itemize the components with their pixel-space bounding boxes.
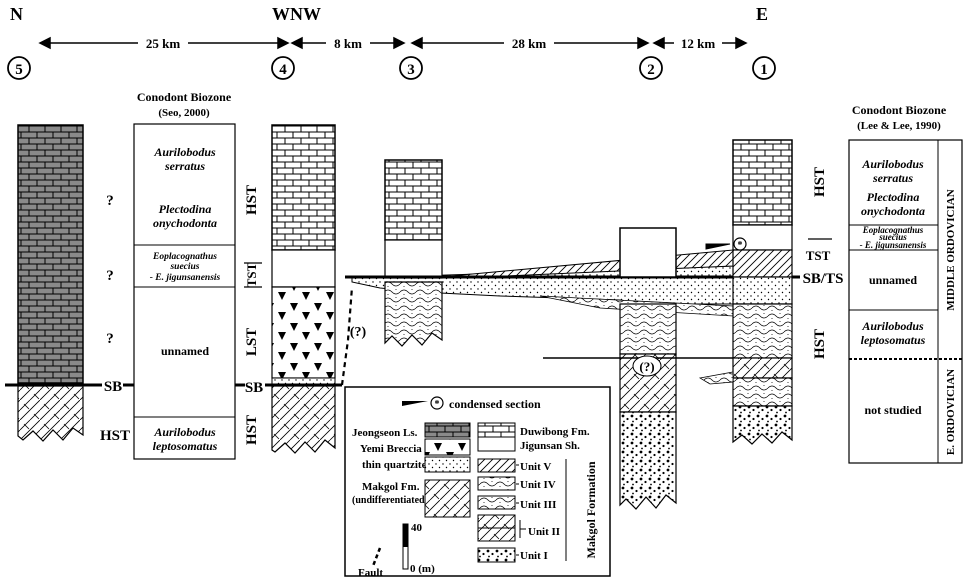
right-zone-3-line2: suecius <box>878 232 907 242</box>
right-zone-1-line1: Aurilobodus <box>861 157 924 171</box>
right-zone-3-line3: - E. jigunsanensis <box>860 240 927 250</box>
legend-unit1-label: Unit I <box>520 550 548 562</box>
direction-wnw: WNW <box>272 4 321 24</box>
section-3-column <box>384 159 443 347</box>
uncertain-label: (?) <box>639 359 654 374</box>
direction-east: E <box>756 4 768 24</box>
left-zone-1-line2: serratus <box>164 159 205 173</box>
tst-label: TST <box>806 248 831 263</box>
tst-label: TST <box>244 262 259 287</box>
section-2-label: 2 <box>647 62 655 78</box>
legend-scale-top: 40 <box>411 522 423 534</box>
left-zone-1-line1: Aurilobodus <box>153 145 216 159</box>
left-zone-3-line3: - E. jigunsanensis <box>150 273 221 283</box>
legend: * condensed section Jeongseon Ls. Yemi B… <box>344 386 611 579</box>
direction-north: N <box>10 4 23 24</box>
legend-duwibong-label: Duwibong Fm. <box>520 426 590 438</box>
legend-fault-label: Fault <box>358 567 383 579</box>
section-3-label: 3 <box>407 62 415 78</box>
condensed-section-marker <box>705 243 731 250</box>
period-early-ordovician: E. ORDOVICIAN <box>945 369 957 455</box>
left-zone-4: unnamed <box>161 344 209 358</box>
hst-label: HST <box>244 185 260 215</box>
right-zone-4: unnamed <box>869 273 917 287</box>
hst-label: HST <box>100 428 130 444</box>
section-number-markers <box>7 56 776 80</box>
left-zone-5-line1: Aurilobodus <box>153 425 216 439</box>
legend-unit3-label: Unit III <box>520 499 556 511</box>
right-zone-2-line1: Plectodina <box>867 190 920 204</box>
section-5-label: 5 <box>15 62 23 78</box>
section-1-label: 1 <box>760 62 768 78</box>
right-zone-2-line2: onychodonta <box>861 204 925 218</box>
left-biozone-title: Conodont Biozone <box>137 90 232 104</box>
question-mark: ? <box>106 193 114 209</box>
legend-unit4-label: Unit IV <box>520 479 556 491</box>
distance-1: 25 km <box>146 36 180 51</box>
legend-jeongseon-label: Jeongseon Ls. <box>352 427 418 439</box>
legend-undiff-label: (undifferentiated) <box>352 495 428 506</box>
left-zone-2-line1: Plectodina <box>159 202 212 216</box>
right-zone-1-line2: serratus <box>872 171 913 185</box>
sb-label: SB <box>104 379 122 395</box>
distance-3: 28 km <box>512 36 546 51</box>
legend-unit5-label: Unit V <box>520 461 551 473</box>
section-2-column <box>619 227 677 510</box>
left-zone-5-line2: leptosomatus <box>153 439 218 453</box>
question-mark: ? <box>106 331 114 347</box>
hst-label: HST <box>812 329 828 359</box>
right-zone-6: not studied <box>864 403 921 417</box>
right-zone-5-line2: leptosomatus <box>861 333 926 347</box>
uncertain-label: (?) <box>350 325 367 340</box>
legend-makgol-formation-label: Makgol Formation <box>584 461 598 558</box>
lst-label: LST <box>244 328 260 356</box>
right-zone-5-line1: Aurilobodus <box>861 319 924 333</box>
legend-jigunsan-label: Jigunsan Sh. <box>520 440 580 452</box>
hst-label: HST <box>244 415 260 445</box>
left-zone-3-line2: suecius <box>169 262 199 272</box>
right-biozone-source: (Lee & Lee, 1990) <box>857 120 941 132</box>
sbts-label: SB/TS <box>803 271 844 287</box>
question-mark: ? <box>106 268 114 284</box>
right-biozone-title: Conodont Biozone <box>852 103 947 117</box>
svg-text:*: * <box>738 240 743 251</box>
distance-4: 12 km <box>681 36 715 51</box>
legend-yemi-label: Yemi Breccia <box>360 443 422 455</box>
right-zone-3-line1: Eoplacognathus <box>862 225 924 235</box>
svg-text:*: * <box>435 399 440 410</box>
condensed-section-symbol <box>733 237 747 251</box>
legend-quartzite-label: thin quartzite <box>362 459 427 471</box>
distance-2: 8 km <box>334 36 362 51</box>
legend-makgol-label: Makgol Fm. <box>362 481 420 493</box>
legend-scale-bottom: 0 (m) <box>410 563 435 575</box>
sb-label: SB <box>245 380 263 396</box>
right-biozone-table: Conodont Biozone (Lee & Lee, 1990) Auril… <box>848 103 963 464</box>
section-1-column <box>732 139 793 445</box>
left-biozone-source: (Seo, 2000) <box>158 107 210 119</box>
left-biozone-table: Conodont Biozone (Seo, 2000) Aurilobodus… <box>133 90 236 460</box>
left-zone-2-line2: onychodonta <box>153 216 217 230</box>
period-middle-ordovician: MIDDLE ORDOVICIAN <box>945 189 957 310</box>
section-5-column <box>17 124 84 442</box>
legend-condensed-label: condensed section <box>449 397 541 411</box>
section-4-column <box>271 124 336 454</box>
left-zone-3-line1: Eoplacognathus <box>152 252 217 262</box>
legend-fault-icon <box>371 547 382 567</box>
section-4-label: 4 <box>279 62 287 78</box>
hst-label: HST <box>812 167 828 197</box>
legend-unit2-label: Unit II <box>528 526 560 538</box>
fault-line <box>340 286 354 386</box>
